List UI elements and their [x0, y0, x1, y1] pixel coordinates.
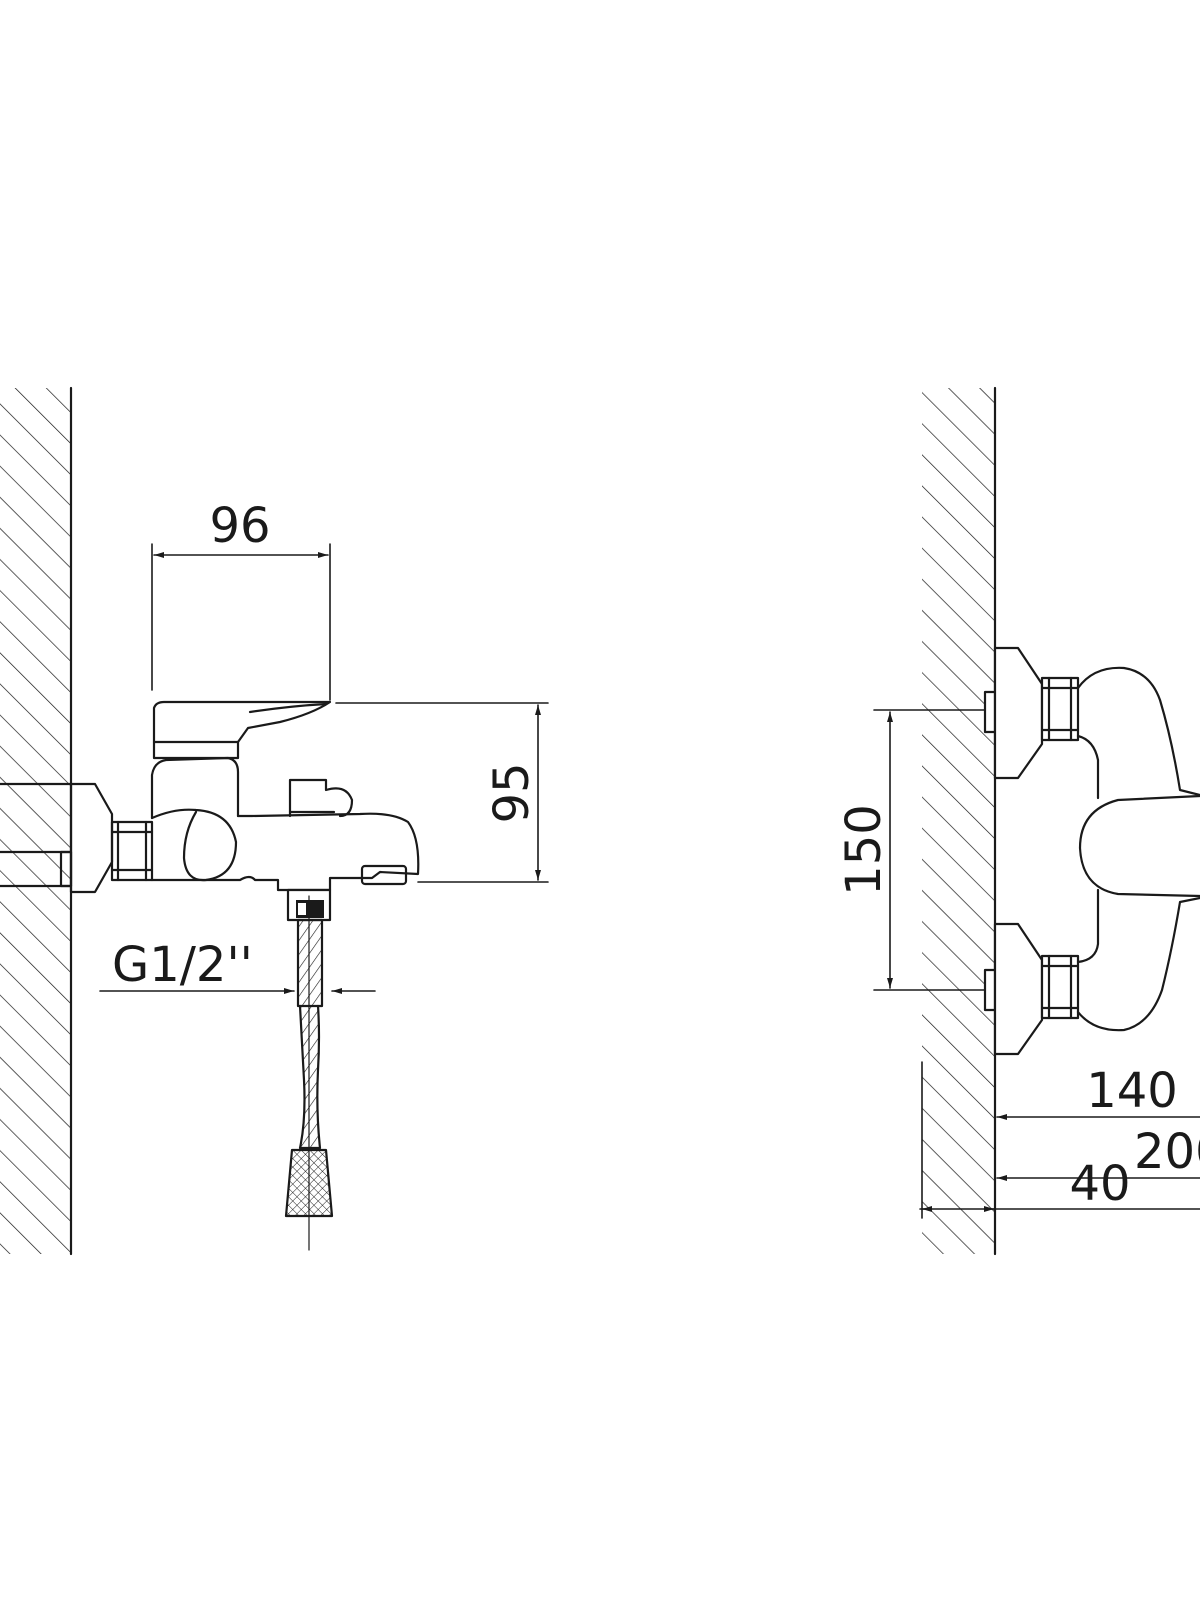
dimension-height — [335, 702, 549, 883]
lower-flange — [983, 922, 1080, 1056]
thread-size-label: G1/2'' — [112, 937, 253, 993]
front-view — [873, 386, 1200, 1256]
shower-hose — [284, 895, 334, 1251]
hose-outlet — [286, 888, 332, 922]
dimension-center-distance-label: 150 — [836, 804, 892, 896]
mixer-body-front — [1076, 666, 1200, 1032]
dimension-wall-offset-label: 40 — [1069, 1156, 1130, 1212]
dimension-width — [151, 543, 331, 701]
wall-hatch-right — [922, 388, 995, 1254]
wall-hatch-left — [0, 388, 71, 1254]
hex-nut — [110, 820, 154, 882]
dimension-projections — [919, 1061, 1200, 1219]
dimension-projection-inner-label: 140 — [1086, 1063, 1178, 1119]
dimension-center-distance — [873, 709, 986, 991]
upper-flange — [983, 646, 1080, 780]
mixer-body — [150, 756, 420, 892]
dimension-width-label: 96 — [209, 498, 270, 554]
dimension-height-label: 95 — [484, 762, 540, 823]
side-view — [0, 386, 549, 1256]
lever-handle — [152, 700, 332, 760]
dimension-projection-outer-label: 200 — [1134, 1124, 1200, 1180]
